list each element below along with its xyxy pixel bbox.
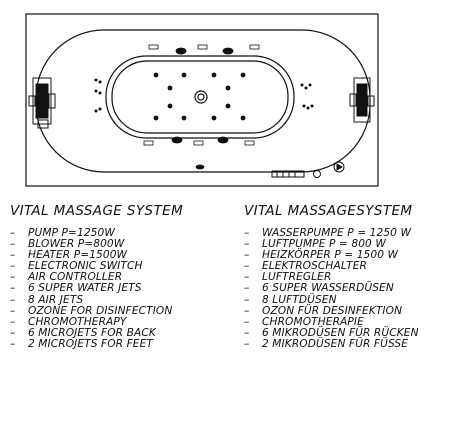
air-jets (153, 72, 246, 121)
list-item: –PUMP P=1250W (10, 227, 115, 239)
list-item: –LUFTREGLER (244, 271, 332, 284)
list-item: –WASSERPUMPE P = 1250 W (244, 227, 412, 239)
right-column-title: VITAL MASSAGESYSTEM (244, 203, 413, 219)
list-item: –BLOWER P=800W (10, 238, 125, 251)
list-item: –6 SUPER WATER JETS (10, 282, 142, 295)
tub-basin-inner (111, 60, 289, 134)
control-panel (271, 161, 345, 178)
list-item: –ELECTRONIC SWITCH (10, 260, 143, 273)
left-column-title: VITAL MASSAGE SYSTEM (10, 203, 184, 219)
list-item: –2 MIKRODÜSEN FÜR FÜSSE (244, 337, 409, 350)
list-item: –6 SUPER WASSERDÜSEN (244, 282, 394, 295)
drain (194, 90, 208, 104)
left-spec-list: –PUMP P=1250W –BLOWER P=800W –HEATER P=1… (10, 227, 173, 350)
list-item: –LUFTPUMPE P = 800 W (244, 238, 386, 251)
list-item: –CHROMOTHERAPY (10, 315, 127, 328)
list-item: –8 AIR JETS (10, 293, 84, 306)
list-item: –AIR CONTROLLER (10, 271, 123, 284)
left-headrest (28, 77, 56, 129)
bottom-jets (143, 136, 255, 170)
bathtub-plan-drawing (25, 13, 379, 187)
list-item: –ELEKTROSCHALTER (244, 260, 367, 273)
right-spec-list: –WASSERPUMPE P = 1250 W –LUFTPUMPE P = 8… (244, 227, 419, 350)
list-item: –8 LUFTDÜSEN (244, 293, 337, 306)
list-item: –2 MICROJETS FOR FEET (10, 337, 153, 350)
list-item: –6 MIKRODÜSEN FÜR RÜCKEN (244, 326, 419, 339)
right-headrest (349, 77, 375, 123)
list-item: –CHROMOTHERAPIE (244, 315, 364, 328)
list-item: –OZON FÜR DESINFEKTION (244, 304, 403, 317)
list-item: –HEIZKÖRPER P = 1500 W (244, 249, 399, 262)
list-item: –6 MICROJETS FOR BACK (10, 326, 156, 339)
tub-basin (105, 55, 295, 139)
top-jets (148, 44, 260, 55)
list-item: –HEATER P=1500W (10, 249, 128, 262)
list-item: –OZONE FOR DISINFECTION (10, 304, 173, 317)
microjets (94, 78, 314, 113)
tub-outer-frame (25, 13, 379, 187)
tub-rim-outer (35, 29, 371, 173)
